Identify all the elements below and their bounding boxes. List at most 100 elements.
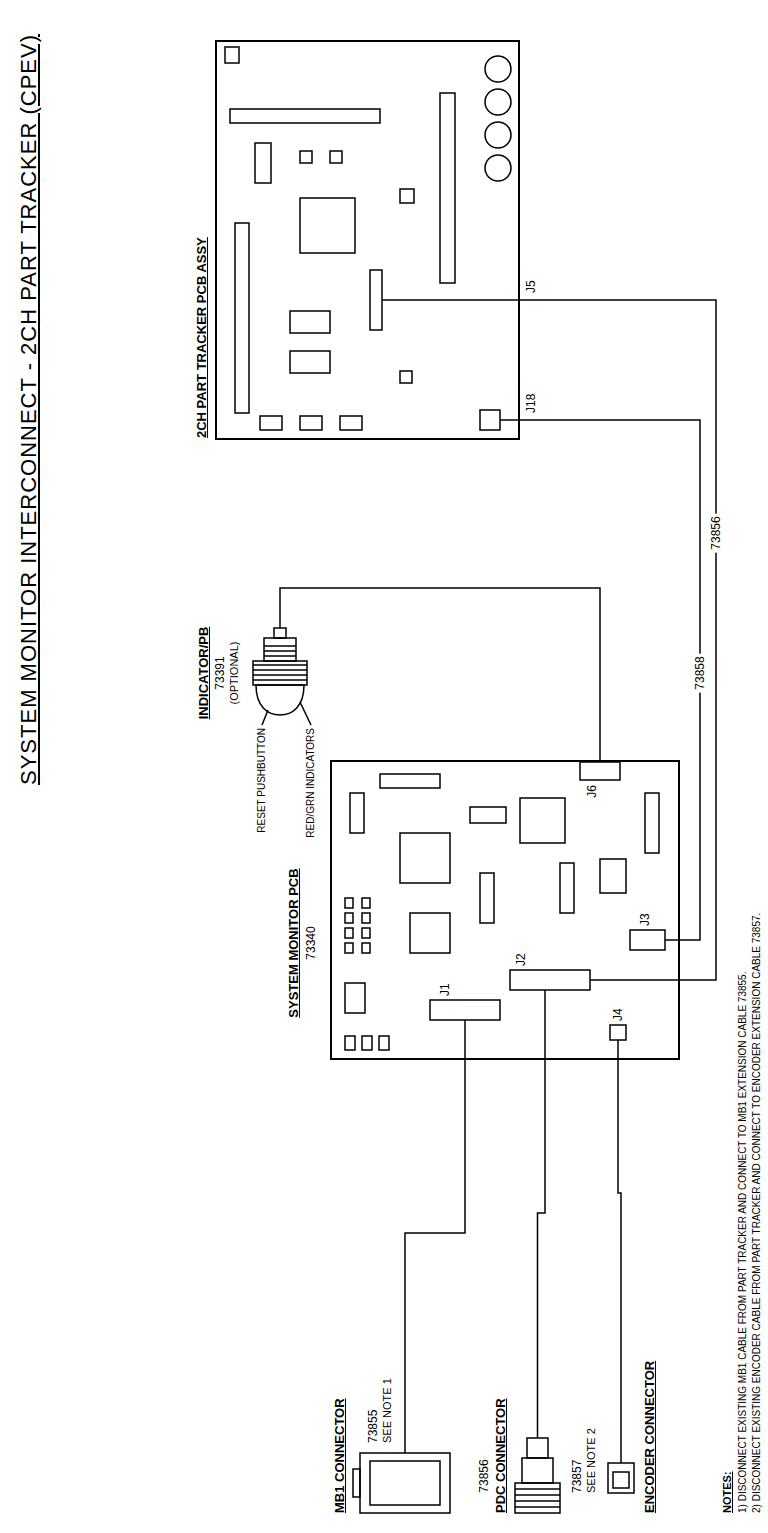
note-text: NOTES: <box>721 1471 734 1513</box>
indicator-pushbutton <box>253 669 307 671</box>
indicator-pushbutton <box>264 638 296 661</box>
node-heading: 2CH PART TRACKER PCB ASSY <box>194 237 210 438</box>
pcb-components <box>440 93 455 283</box>
connector-node: 73857SEE NOTE 2ENCODER CONNECTOR <box>608 1463 634 1493</box>
pcb-components <box>485 122 511 148</box>
pcb-components <box>362 913 370 923</box>
part-number: 73855 <box>366 1410 380 1443</box>
leader-line <box>300 702 311 725</box>
pcb-components <box>480 873 494 923</box>
pcb-components <box>485 89 511 115</box>
pcb-components <box>464 1020 466 1060</box>
pcb-components <box>362 928 370 938</box>
connector-symbol <box>515 1438 560 1513</box>
cable-line <box>538 1060 546 1438</box>
indicator-pushbutton <box>274 628 286 638</box>
pcb-components <box>362 943 370 953</box>
pcb-components <box>290 351 330 373</box>
callout-label: RESET PUSHBUTTON <box>256 728 268 833</box>
part-number: SEE NOTE 2 <box>585 1428 598 1493</box>
indicator-pushbutton <box>264 650 296 652</box>
leader-line <box>262 702 311 725</box>
pcb-components <box>600 859 626 893</box>
connector-symbol <box>613 1472 629 1488</box>
pcb-components <box>470 807 506 823</box>
pcb-components <box>520 798 565 843</box>
connector-label: J5 <box>524 280 538 293</box>
connector-symbol <box>608 1463 634 1493</box>
connector-label: J3 <box>638 913 652 926</box>
pcb-components <box>480 410 500 430</box>
connector-symbol <box>360 1453 450 1513</box>
connector-symbol <box>515 1494 560 1496</box>
pcb-components <box>400 189 414 203</box>
pcb-components <box>580 762 620 780</box>
pcb-components <box>235 223 249 413</box>
indicator-pushbutton <box>264 655 296 657</box>
pcb-components <box>255 143 271 183</box>
pcb-components <box>485 56 511 82</box>
pcb-components <box>340 416 362 430</box>
pcb-components <box>560 863 574 913</box>
indicator-node: INDICATOR/PB73391(OPTIONAL) <box>250 628 310 718</box>
pcb-components <box>345 898 353 908</box>
pcb-components <box>330 151 342 163</box>
cable-line <box>520 300 716 980</box>
part-number: (OPTIONAL) <box>228 642 241 705</box>
part-number: ENCODER CONNECTOR <box>642 1361 658 1513</box>
connector-label: J18 <box>524 394 538 413</box>
note-text: 1) DISCONNECT EXISTING MB1 CABLE FROM PA… <box>737 972 749 1513</box>
connector-label: J4 <box>611 1008 625 1021</box>
pcb-components <box>382 299 520 301</box>
pcb-components <box>430 1000 500 1020</box>
node-heading: 73857 <box>570 1460 584 1493</box>
node-heading: SYSTEM MONITOR PCB <box>286 868 302 1017</box>
connector-symbol <box>522 1458 553 1483</box>
pcb-components <box>665 939 680 941</box>
cable-line <box>618 1060 621 1463</box>
connector-symbol <box>515 1506 560 1508</box>
connector-label: J6 <box>585 785 599 798</box>
indicator-pushbutton <box>253 661 307 685</box>
part-number: 73340 <box>304 926 318 959</box>
connector-symbol <box>608 1463 634 1493</box>
indicator-pushbutton <box>253 628 307 715</box>
connector-symbol <box>353 1469 360 1497</box>
indicator-pushbutton <box>253 674 307 676</box>
pcb-components <box>500 419 520 421</box>
cable-number: 73858 <box>693 653 707 692</box>
pcb-components <box>260 416 282 430</box>
pcb-components <box>345 913 353 923</box>
pcb-components <box>345 1036 355 1050</box>
pcb-components <box>300 416 322 430</box>
pcb-components <box>290 311 330 333</box>
pcb-board: 2CH PART TRACKER PCB ASSY <box>215 40 520 440</box>
indicator-pushbutton <box>253 679 307 681</box>
node-heading: INDICATOR/PB <box>196 627 212 720</box>
indicator-pushbutton <box>264 645 296 647</box>
pcb-components <box>410 913 450 953</box>
connector-label: J2 <box>514 953 528 966</box>
pcb-components <box>617 1040 619 1060</box>
pcb-components <box>400 371 412 383</box>
connector-symbol <box>515 1488 560 1490</box>
pcb-components <box>485 155 511 181</box>
pcb-components <box>645 793 659 853</box>
part-number: PDC CONNECTOR <box>493 1398 509 1513</box>
connector-node: MB1 CONNECTOR73855SEE NOTE 1 <box>360 1453 450 1513</box>
indicator-pushbutton <box>256 685 304 715</box>
pcb-components <box>379 1036 389 1050</box>
pcb-components <box>630 930 665 950</box>
pcb-components <box>230 109 380 123</box>
note-text: 2) DISCONNECT EXISTING ENCODER CABLE FRO… <box>751 913 763 1513</box>
pcb-components <box>370 270 382 330</box>
cable-line <box>280 588 600 760</box>
pcb-components <box>345 762 680 1060</box>
pcb-components <box>610 1025 626 1040</box>
indicator-pushbutton <box>253 664 307 666</box>
pcb-components <box>590 979 680 981</box>
pcb-components <box>544 990 546 1060</box>
connector-symbol <box>515 1483 560 1513</box>
part-number: 73391 <box>213 656 227 689</box>
